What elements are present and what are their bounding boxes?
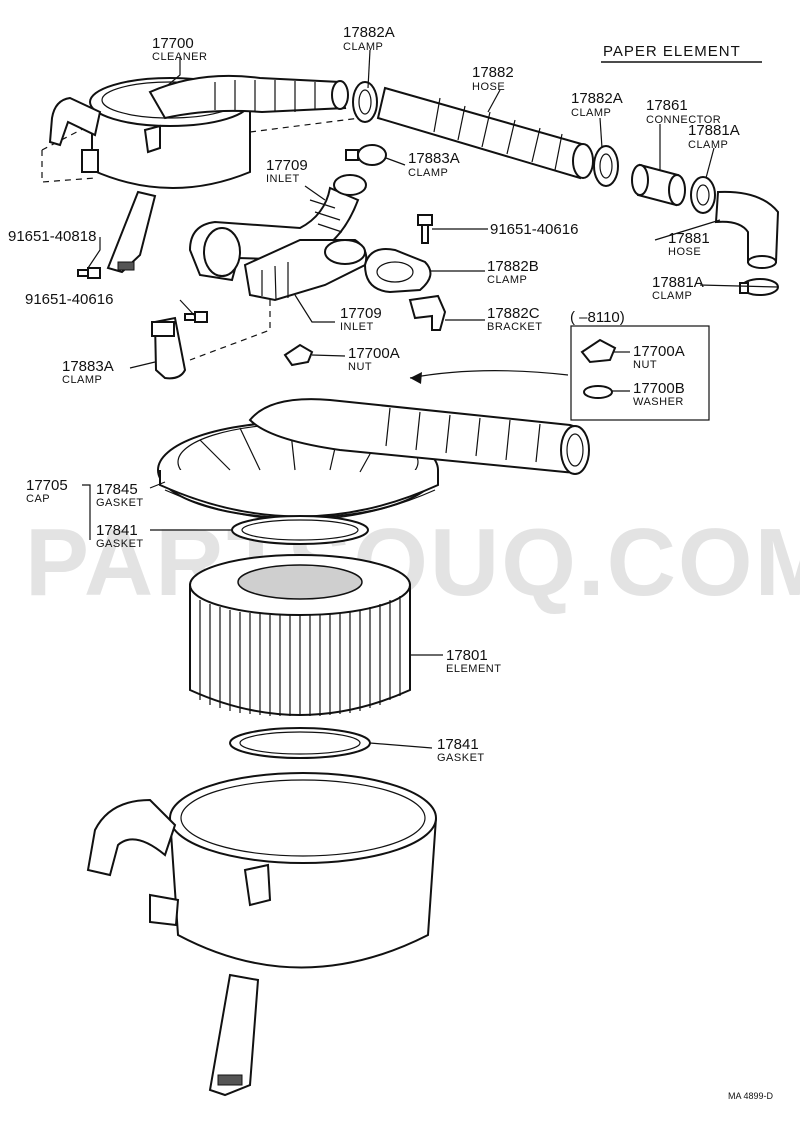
callout-c19-number: 17700A [633,343,685,360]
element-17801 [189,554,411,716]
callout-c22-number: 17845 [96,481,138,498]
inlet-17709 [188,174,367,282]
callout-c18-name: NUT [348,361,372,373]
callout-c3-name: HOSE [472,81,505,93]
bracket-17882c [408,294,447,331]
gasket-17841-lower [229,727,371,759]
header-title: PAPER ELEMENT [603,43,741,60]
callout-c7-name: CLAMP [408,167,448,179]
callout-c16-name: BRACKET [487,321,542,333]
callout-c1-name: CLEANER [152,51,207,63]
note-range: ( –8110) [570,309,625,326]
callout-c2-number: 17882A [343,24,395,41]
callout-c12-name: CLAMP [487,274,527,286]
callout-c18-number: 17700A [348,345,400,362]
callout-c21-number: 17705 [26,477,68,494]
callout-c21-name: CAP [26,493,50,505]
callout-c8-number: 17709 [266,157,308,174]
leader-lines [82,49,779,749]
callout-c9-number: 91651-40616 [490,221,578,238]
nut-17700a [283,343,314,367]
connector-17861 [631,163,686,207]
figure-code: MA 4899-D [728,1091,774,1101]
callout-c11-name: HOSE [668,246,701,258]
callout-c24-name: ELEMENT [446,663,501,675]
bolt-91651-40616-upper [417,214,433,244]
callout-c2-name: CLAMP [343,41,383,53]
bolt-91651-40818 [77,267,101,279]
callout-labels: 17700 CLEANER 17882A CLAMP 17882 HOSE 17… [8,24,740,764]
callout-c15-number: 17709 [340,305,382,322]
callout-c12-number: 17882B [487,258,539,275]
clamp-17882a-left [352,81,378,123]
bolt-91651-40616-lower [184,311,208,323]
hose-17881 [714,190,780,269]
callout-c23-name: GASKET [96,538,144,550]
gasket-17841-upper [231,515,369,545]
callout-c17-number: 17883A [62,358,114,375]
callout-c4-number: 17882A [571,90,623,107]
clamp-17883a-lower [151,316,187,380]
callout-c19-name: NUT [633,359,657,371]
callout-c16-number: 17882C [487,305,540,322]
cleaner-body-lower [86,772,437,1097]
callout-c6-name: CLAMP [688,139,728,151]
paper-element-header: PAPER ELEMENT [601,43,762,63]
callout-c4-name: CLAMP [571,107,611,119]
clamp-17882b [363,248,432,294]
cap-17705 [157,398,590,521]
callout-c25-name: GASKET [437,752,485,764]
callout-c25-number: 17841 [437,736,479,753]
callout-c15-name: INLET [340,321,374,333]
callout-c5-number: 17861 [646,97,688,114]
callout-c24-number: 17801 [446,647,488,664]
callout-c17-name: CLAMP [62,374,102,386]
callout-c22-name: GASKET [96,497,144,509]
callout-c20-number: 17700B [633,380,685,397]
callout-c1-number: 17700 [152,35,194,52]
callout-c14-number: 91651-40616 [25,291,113,308]
clamp-17882a-right [593,145,619,187]
callout-c6-number: 17881A [688,122,740,139]
watermark: PARTSOUQ.COM [25,509,800,616]
inlet-17709-lower [243,239,368,302]
callout-c13-name: CLAMP [652,290,692,302]
callout-c11-number: 17881 [668,230,710,247]
callout-c8-name: INLET [266,173,300,185]
callout-c5-name: CONNECTOR [646,114,721,126]
clamp-17881a-upper [690,176,716,214]
callout-c10-number: 91651-40818 [8,228,96,245]
callout-c3-number: 17882 [472,64,514,81]
callout-c20-name: WASHER [633,396,684,408]
callout-c23-number: 17841 [96,522,138,539]
hose-17882 [376,86,594,180]
clamp-17883a-upper [345,144,387,166]
serial-range-note-box: ( –8110) [409,309,710,421]
callout-c7-number: 17883A [408,150,460,167]
callout-c13-number: 17881A [652,274,704,291]
small-cleaner-assembly [41,74,361,361]
